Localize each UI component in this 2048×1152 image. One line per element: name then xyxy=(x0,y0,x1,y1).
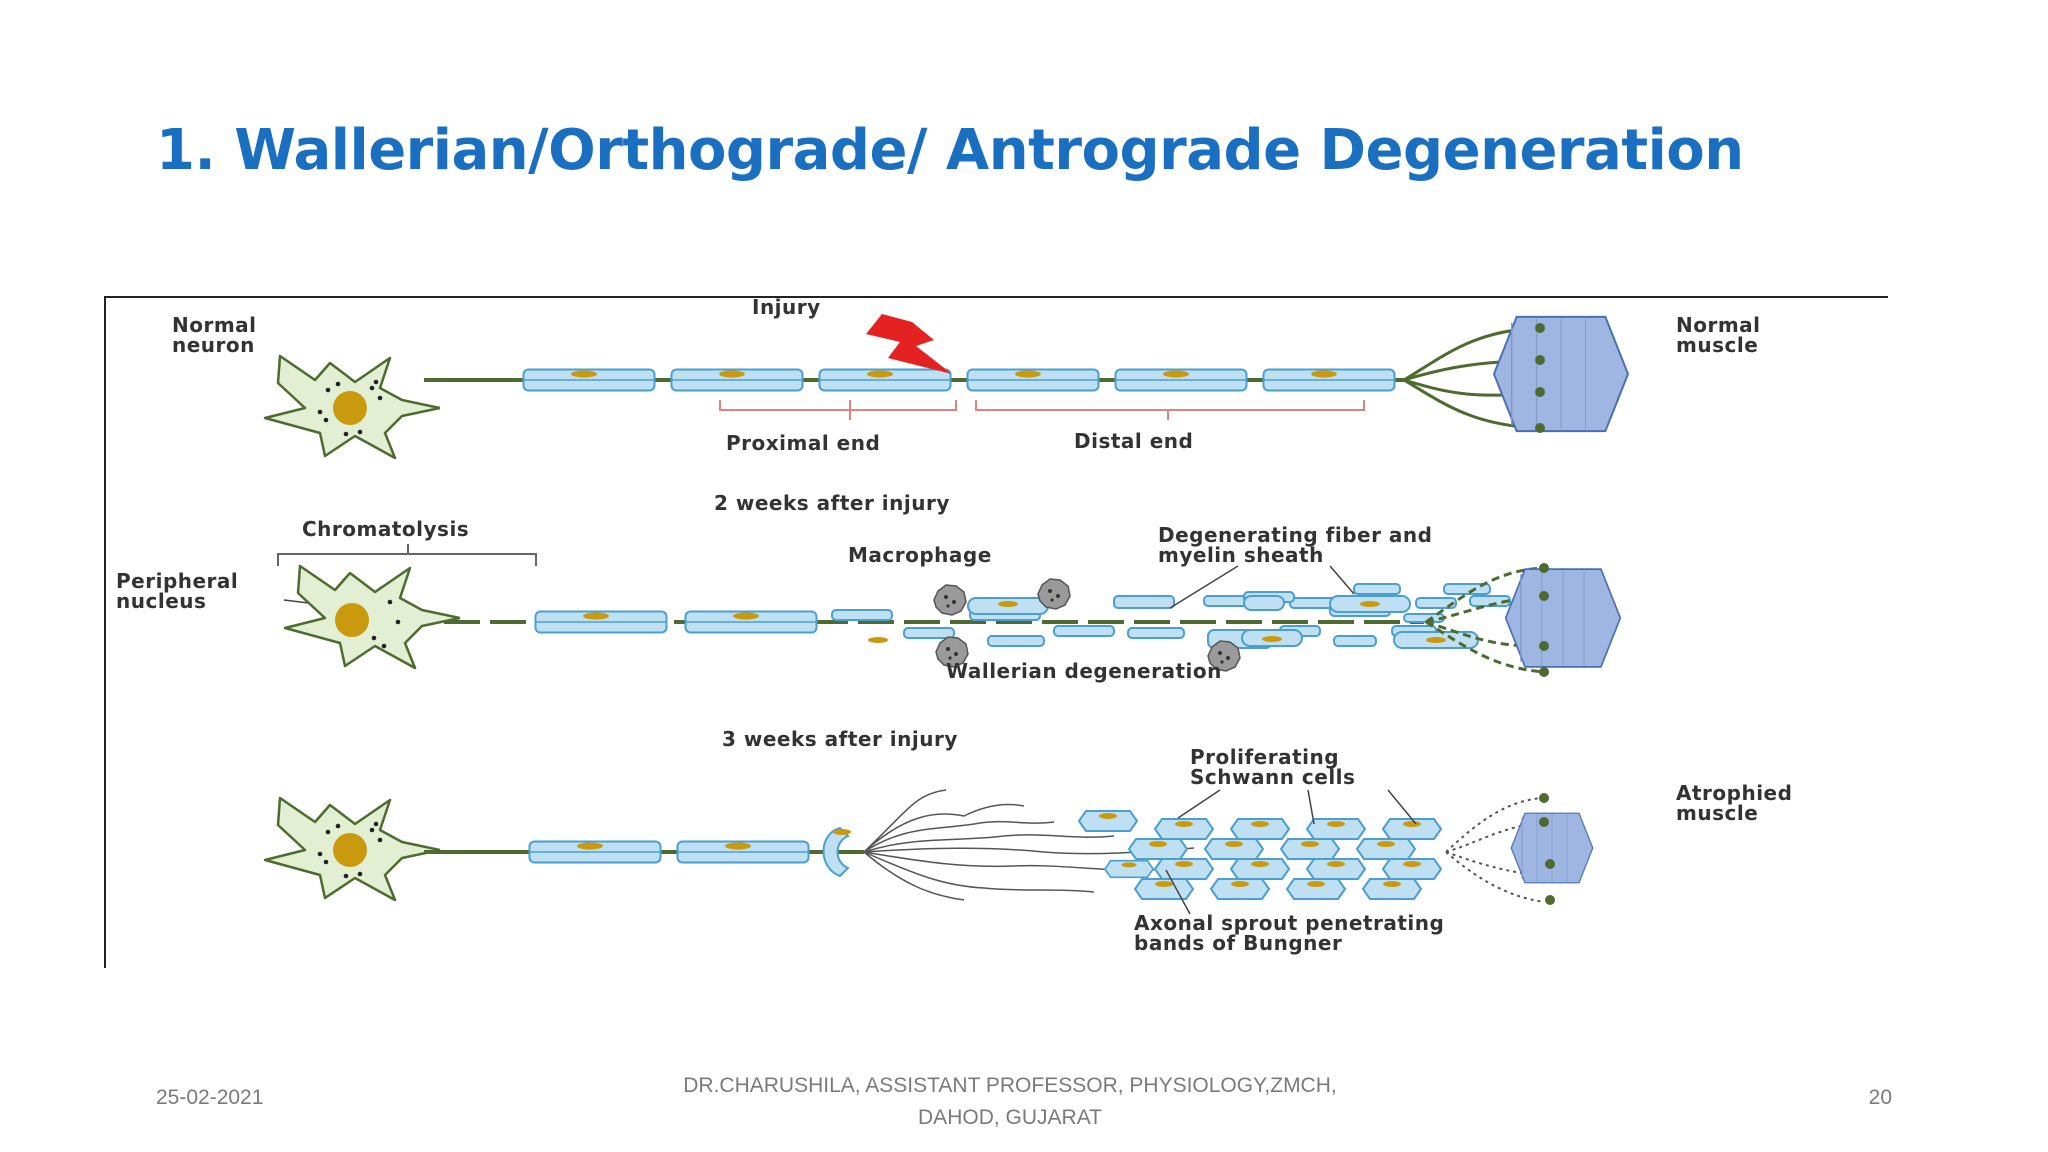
chromatolysis-bracket xyxy=(277,544,537,566)
proximal-bracket xyxy=(719,400,957,420)
label-normal-muscle-2: muscle xyxy=(1676,333,1758,357)
schwann-cell xyxy=(1104,859,1154,879)
label-atrophied-1: Atrophied xyxy=(1676,781,1792,805)
wallerian-degeneration-diagram: Normal neuron Injury Proximal end Distal… xyxy=(104,296,1888,968)
panel-two-weeks: 2 weeks after injury Chromatolysis Perip… xyxy=(116,491,1622,683)
myelin-segment xyxy=(1114,368,1248,392)
schwann-cell xyxy=(1134,878,1194,900)
schwann-cell xyxy=(1230,818,1290,840)
footer-author: DR.CHARUSHILA, ASSISTANT PROFESSOR, PHYS… xyxy=(640,1070,1380,1134)
macrophage-icon xyxy=(1037,578,1071,610)
schwann-cell xyxy=(1356,838,1416,860)
myelin-segment xyxy=(818,368,952,392)
myelin-segment xyxy=(522,368,656,392)
label-distal-end: Distal end xyxy=(1074,429,1193,453)
label-normal-muscle-1: Normal xyxy=(1676,313,1761,337)
schwann-cell xyxy=(1230,858,1290,880)
myelin-segment xyxy=(1262,368,1396,392)
label-chromatolysis: Chromatolysis xyxy=(302,517,469,541)
myelin-segment xyxy=(966,368,1100,392)
denervated-muscle xyxy=(1504,568,1622,668)
degenerating-terminals xyxy=(1425,566,1545,674)
label-peripheral-1: Peripheral xyxy=(116,569,238,593)
schwann-cell xyxy=(1286,878,1346,900)
label-axonal-sprout-1: Axonal sprout penetrating xyxy=(1134,911,1444,935)
label-normal-neuron-2: neuron xyxy=(172,333,255,357)
label-atrophied-2: muscle xyxy=(1676,801,1758,825)
label-proximal-end: Proximal end xyxy=(726,431,880,455)
schwann-cell xyxy=(1382,818,1442,840)
schwann-cell xyxy=(1306,858,1366,880)
label-proliferating-2: Schwann cells xyxy=(1190,765,1355,789)
label-proliferating-1: Proliferating xyxy=(1190,745,1339,769)
myelin-segment xyxy=(676,840,810,864)
label-injury: Injury xyxy=(752,296,821,319)
schwann-cell xyxy=(1204,838,1264,860)
schwann-cell xyxy=(1306,818,1366,840)
schwann-cell xyxy=(1280,838,1340,860)
myelin-segment xyxy=(534,610,668,634)
band-of-bungner xyxy=(1078,810,1442,900)
schwann-cell xyxy=(1128,838,1188,860)
label-macrophage: Macrophage xyxy=(848,543,992,567)
atrophied-muscle xyxy=(1510,812,1594,884)
chromatolytic-neuron-cell xyxy=(283,564,460,670)
schwann-cell xyxy=(1382,858,1442,880)
footer-author-line-2: DAHOD, GUJARAT xyxy=(918,1106,1102,1129)
recovering-neuron-cell xyxy=(263,796,440,902)
schwann-cell xyxy=(1078,810,1138,832)
schwann-cell xyxy=(1362,878,1422,900)
label-axonal-sprout-2: bands of Bungner xyxy=(1134,931,1342,955)
slide-title: 1. Wallerian/Orthograde/ Antrograde Dege… xyxy=(156,118,1744,183)
panel-three-weeks: 3 weeks after injury xyxy=(263,727,1792,955)
diagram-svg: Normal neuron Injury Proximal end Distal… xyxy=(104,296,1888,968)
footer-date: 25-02-2021 xyxy=(156,1086,264,1109)
footer-page-number: 20 xyxy=(1868,1086,1892,1109)
label-three-weeks: 3 weeks after injury xyxy=(722,727,958,751)
footer-author-line-1: DR.CHARUSHILA, ASSISTANT PROFESSOR, PHYS… xyxy=(683,1074,1337,1097)
label-normal-neuron-1: Normal xyxy=(172,313,257,337)
panel-normal: Normal neuron Injury Proximal end Distal… xyxy=(172,296,1761,460)
schwann-cell xyxy=(1154,858,1214,880)
label-degenerating-1: Degenerating fiber and xyxy=(1158,523,1432,547)
normal-muscle xyxy=(1492,315,1630,433)
distal-bracket xyxy=(975,400,1365,420)
injury-bolt-icon xyxy=(866,314,952,374)
myelin-segment xyxy=(684,610,818,634)
schwann-cell xyxy=(1154,818,1214,840)
label-wallerian-degeneration: Wallerian degeneration xyxy=(946,659,1222,683)
myelin-segment xyxy=(528,840,662,864)
label-peripheral-2: nucleus xyxy=(116,589,206,613)
degenerated-terminals xyxy=(1445,797,1545,903)
schwann-cell xyxy=(1210,878,1270,900)
growth-cone xyxy=(822,826,850,878)
debris-nuclei xyxy=(868,601,1446,643)
nerve-terminals xyxy=(1403,326,1541,430)
label-degenerating-2: myelin sheath xyxy=(1158,543,1324,567)
label-two-weeks: 2 weeks after injury xyxy=(714,491,950,515)
myelin-segment xyxy=(670,368,804,392)
macrophage-icon xyxy=(933,584,967,616)
normal-neuron-cell xyxy=(263,354,440,460)
